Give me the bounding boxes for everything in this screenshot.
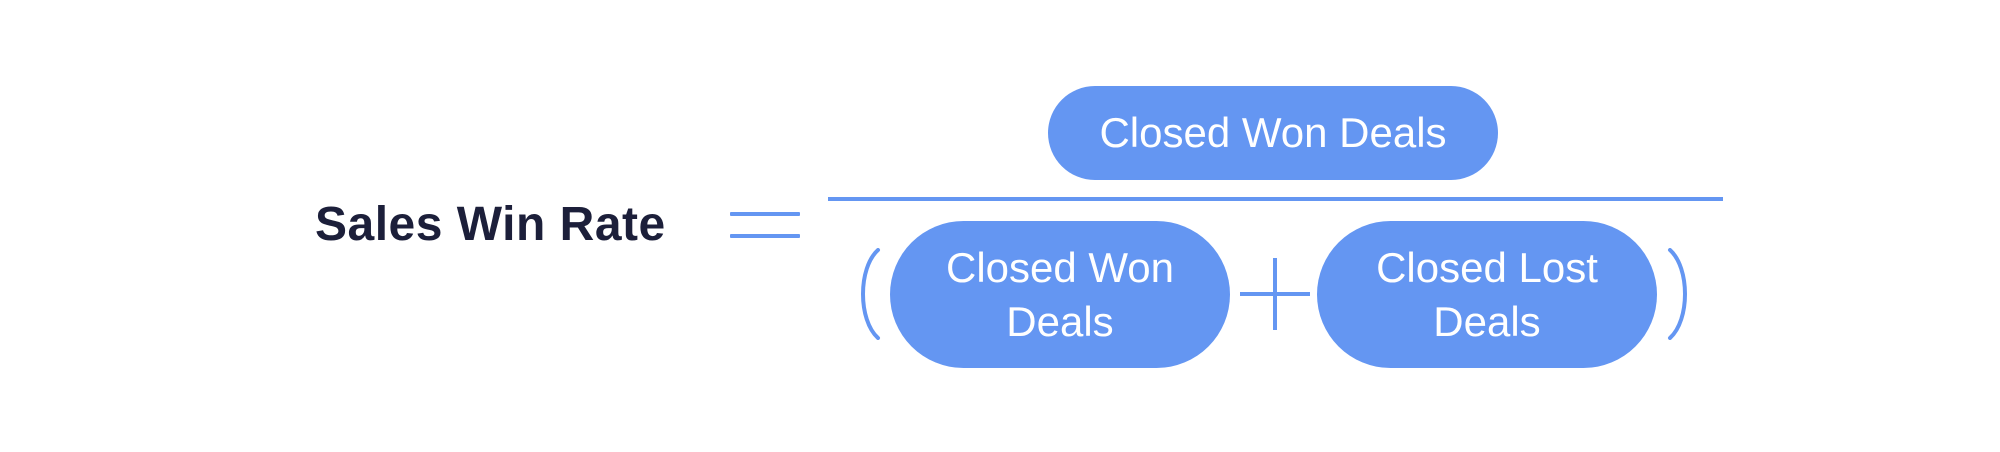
numerator-pill: Closed Won Deals (1048, 86, 1498, 180)
fraction-bar (828, 197, 1723, 201)
left-parenthesis (861, 248, 880, 340)
equals-bottom-bar (730, 234, 800, 238)
equals-sign (730, 212, 800, 238)
denominator-left-pill: Closed Won Deals (890, 221, 1230, 368)
formula-lhs-label: Sales Win Rate (315, 198, 666, 251)
plus-vertical-bar (1273, 258, 1277, 330)
equals-top-bar (730, 212, 800, 216)
denominator-right-pill: Closed Lost Deals (1317, 221, 1657, 368)
right-parenthesis (1668, 248, 1687, 340)
plus-sign (1240, 258, 1310, 330)
